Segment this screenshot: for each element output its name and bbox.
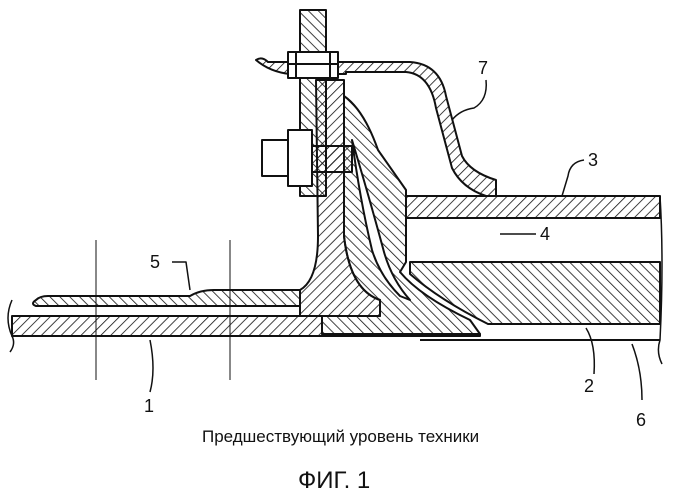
label-1: 1 <box>144 396 154 416</box>
label-5: 5 <box>150 252 160 272</box>
label-2: 2 <box>584 376 594 396</box>
part-3-tube <box>406 196 660 218</box>
leader-7 <box>452 80 486 120</box>
drawing-body <box>8 10 662 400</box>
figure-label: ФИГ. 1 <box>298 467 370 494</box>
leader-1 <box>150 340 153 392</box>
leader-6 <box>632 344 642 400</box>
label-6: 6 <box>636 410 646 430</box>
horizontal-bolt <box>262 140 288 176</box>
leader-2 <box>586 328 594 374</box>
label-4: 4 <box>540 224 550 244</box>
horizontal-bolt-head <box>288 130 312 186</box>
leader-5 <box>172 262 190 290</box>
label-7: 7 <box>478 58 488 78</box>
caption: Предшествующий уровень техники <box>202 427 479 446</box>
label-3: 3 <box>588 150 598 170</box>
part-5-upper-strip <box>33 290 300 306</box>
horizontal-bolt-shank <box>312 146 352 172</box>
leader-3 <box>562 160 584 196</box>
